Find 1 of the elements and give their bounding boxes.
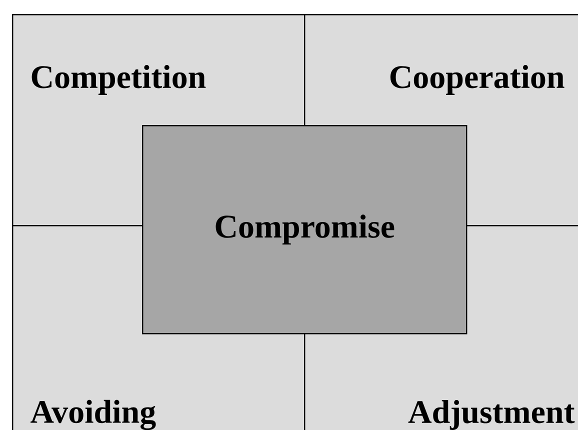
- center-box: Compromise: [142, 125, 468, 334]
